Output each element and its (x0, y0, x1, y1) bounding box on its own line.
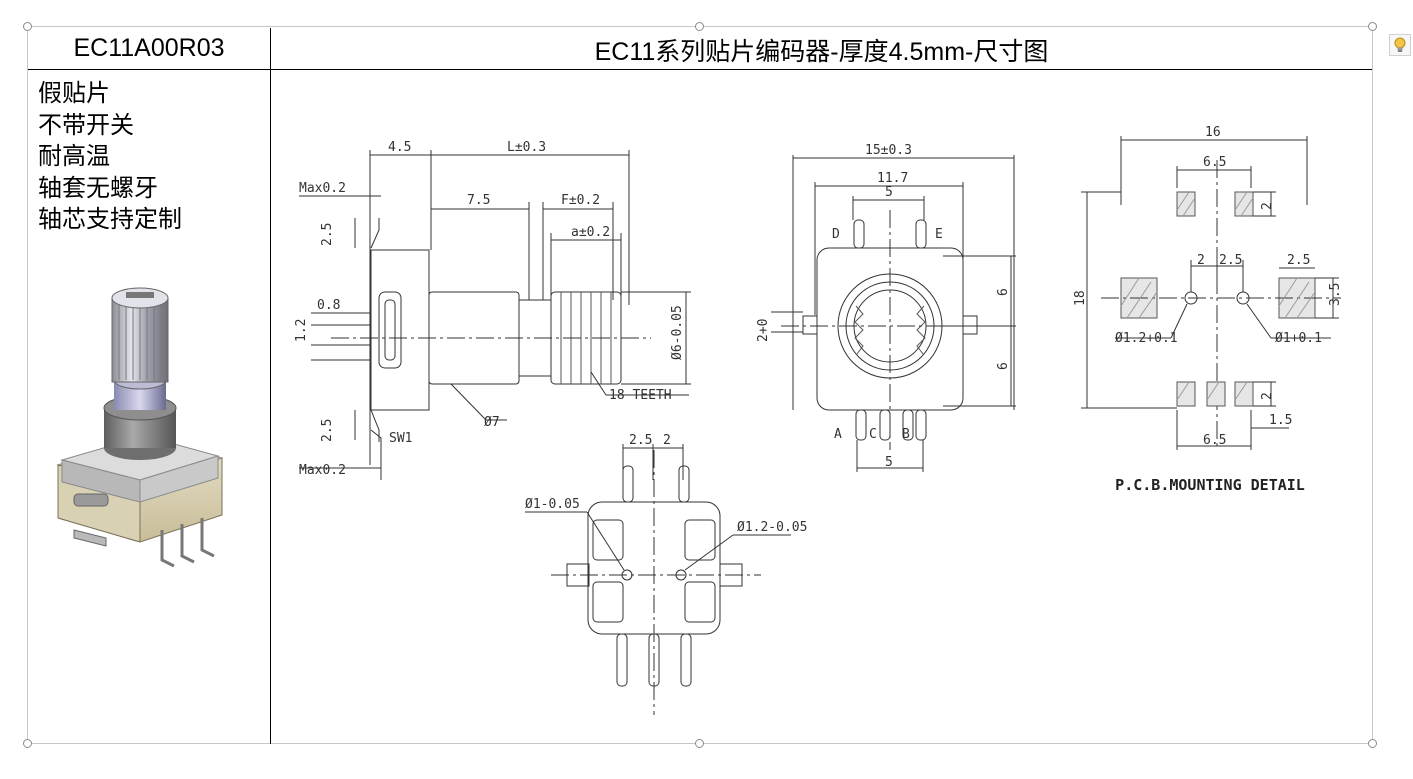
dim-2-5-bottom: 2.5 (320, 419, 335, 442)
side-view (299, 150, 691, 480)
dim-teeth: 18 TEETH (609, 388, 672, 403)
dim-5-top: 5 (885, 185, 893, 200)
resize-handle-top-right[interactable] (1368, 22, 1377, 31)
dim-2-tol: 2+0 (756, 319, 771, 342)
dim-pcb-1-5: 1.5 (1269, 413, 1292, 428)
feature-item: 轴套无螺牙 (38, 173, 158, 202)
label-sw1: SW1 (389, 431, 412, 446)
dim-max-top: Max0.2 (299, 181, 346, 196)
header-divider (28, 69, 1372, 70)
pin-label-e: E (935, 227, 943, 242)
dim-hole-left: Ø1-0.05 (525, 497, 580, 512)
feature-list: 假贴片 不带开关 耐高温 轴套无螺牙 轴芯支持定制 (38, 78, 182, 236)
front-view (771, 155, 1016, 472)
dim-hole-right: Ø1.2-0.05 (737, 520, 807, 535)
pcb-caption: P.C.B.MOUNTING DETAIL (1115, 476, 1305, 494)
dim-max-bottom: Max0.2 (299, 463, 346, 478)
pin-label-d: D (832, 227, 840, 242)
resize-handle-top-center[interactable] (695, 22, 704, 31)
column-divider (270, 28, 271, 744)
dimension-drawing: 4.5 L±0.3 7.5 F±0.2 a±0.2 Max0.2 Max0.2 … (294, 125, 1343, 715)
encoder-photo (56, 287, 224, 568)
pcb-view (1081, 136, 1341, 450)
dim-bottom-2: 2 (663, 433, 671, 448)
dim-pcb-hole-right: Ø1+0.1 (1275, 331, 1322, 346)
dim-pcb-2-5-right: 2.5 (1287, 253, 1310, 268)
dim-phi-6: Ø6-0.05 (670, 305, 685, 360)
feature-item: 假贴片 (38, 79, 110, 107)
dim-pcb-2-center: 2 (1197, 253, 1205, 268)
dim-0-8: 0.8 (317, 298, 340, 313)
dim-pcb-16: 16 (1205, 125, 1221, 140)
dim-pcb-6-5-top: 6.5 (1203, 155, 1226, 170)
dim-bottom-2-5: 2.5 (629, 433, 652, 448)
dim-shaft: 7.5 (467, 193, 490, 208)
bottom-view (525, 444, 791, 715)
pin-label-c: C (869, 427, 877, 442)
page-title: EC11系列贴片编码器-厚度4.5mm-尺寸图 (594, 38, 1049, 66)
feature-item: 轴芯支持定制 (38, 205, 182, 233)
dim-pcb-hole-left: Ø1.2+0.1 (1115, 331, 1178, 346)
resize-handle-top-left[interactable] (23, 22, 32, 31)
dim-1-2: 1.2 (294, 319, 309, 342)
dim-15: 15±0.3 (865, 143, 912, 158)
dim-6-bottom: 6 (996, 362, 1011, 370)
dim-phi-7: Ø7 (484, 415, 500, 430)
feature-item: 不带开关 (38, 110, 134, 139)
pin-label-b: B (902, 427, 910, 442)
dim-length: L±0.3 (507, 140, 546, 155)
design-ideas-button[interactable] (1389, 34, 1411, 56)
dim-pcb-18: 18 (1073, 290, 1088, 306)
pin-label-a: A (834, 427, 842, 442)
dim-pcb-2-pad: 2 (1260, 202, 1275, 210)
dim-pcb-3-5: 3.5 (1328, 283, 1343, 306)
dim-body-width: 4.5 (388, 140, 411, 155)
dim-5-bottom: 5 (885, 455, 893, 470)
resize-handle-bottom-left[interactable] (23, 739, 32, 748)
dim-2-5-top: 2.5 (320, 223, 335, 246)
lightbulb-icon (1394, 37, 1406, 52)
dim-a: a±0.2 (571, 225, 610, 240)
model-cell: EC11A00R03 (73, 33, 225, 62)
dim-pcb-2-bottom: 2 (1260, 392, 1275, 400)
resize-handle-bottom-center[interactable] (695, 739, 704, 748)
dim-6-top: 6 (996, 288, 1011, 296)
dim-pcb-6-5-bottom: 6.5 (1203, 433, 1226, 448)
feature-item: 耐高温 (38, 142, 110, 170)
dim-f: F±0.2 (561, 193, 600, 208)
dim-pcb-2-5-center: 2.5 (1219, 253, 1242, 268)
resize-handle-bottom-right[interactable] (1368, 739, 1377, 748)
dim-11-7: 11.7 (877, 171, 908, 186)
